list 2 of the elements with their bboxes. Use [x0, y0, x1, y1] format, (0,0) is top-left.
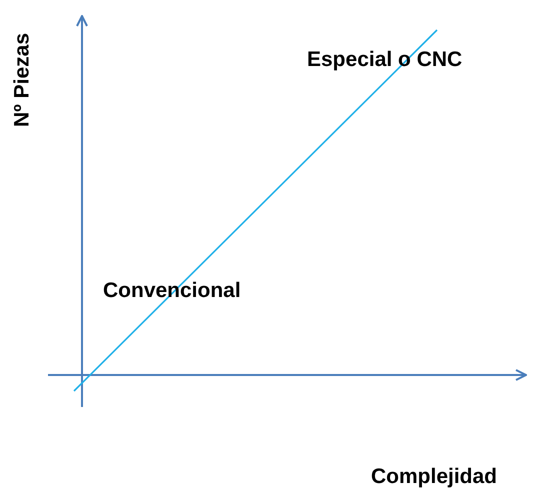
x-axis-title: Complejidad	[371, 466, 498, 487]
y-axis-title: Nº Piezas	[12, 32, 32, 128]
